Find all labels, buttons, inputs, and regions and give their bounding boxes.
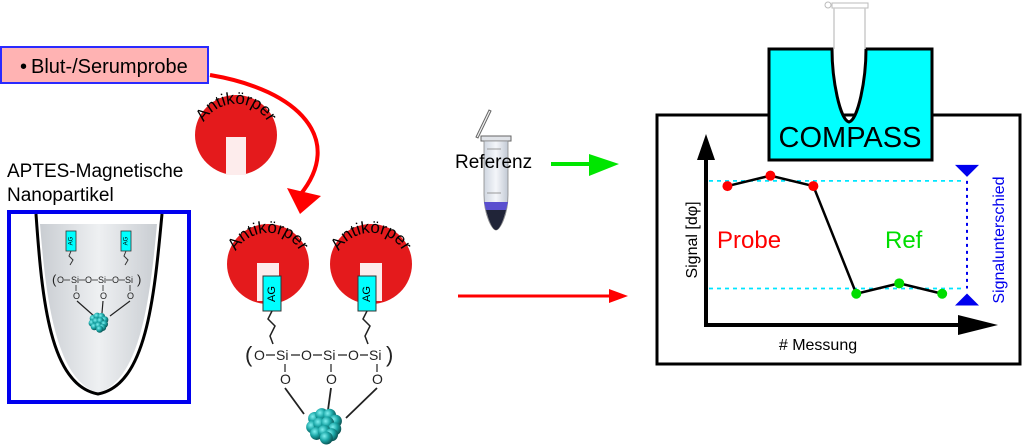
nanoparticle-panel: AG AG ( O Si O Si O Si ) O O O <box>7 210 191 404</box>
silane-chain-large: ( O Si O Si O Si ) O O O <box>245 342 393 387</box>
reference-label: Referenz <box>455 152 532 173</box>
antigen-label-1: AG <box>266 286 278 302</box>
svg-text:O: O <box>301 347 312 363</box>
magnetic-cluster-small <box>88 312 109 333</box>
signal-plot: Signal [dφ] # Messung Probe Ref Signalun… <box>684 134 1008 354</box>
sample-box: • Blut-/Serumprobe <box>0 46 209 84</box>
svg-text:(: ( <box>52 272 57 287</box>
y-axis-arrowhead <box>697 134 715 160</box>
sample-label: Blut-/Serumprobe <box>31 56 188 78</box>
ref-label: Ref <box>885 227 923 254</box>
sample-bullet: • <box>20 56 27 78</box>
signal-line <box>727 174 943 296</box>
antigen-label-2: AG <box>361 286 373 302</box>
difference-arrow-top <box>955 164 979 177</box>
curved-arrow-head <box>287 188 321 214</box>
svg-text:Si: Si <box>323 347 335 363</box>
svg-text:Si: Si <box>276 347 288 363</box>
y-axis-label: Signal [dφ] <box>684 201 701 278</box>
particle-bead <box>319 431 333 445</box>
antigen-label-small-1: AG <box>69 236 75 245</box>
svg-text:O: O <box>73 291 80 301</box>
magnetic-cluster-large <box>306 408 342 445</box>
nanoparticle-title-line2: Nanopartikel <box>7 185 114 206</box>
data-point-ref <box>937 288 948 299</box>
tube-outline <box>34 213 164 396</box>
svg-text:O: O <box>372 371 383 387</box>
svg-text:): ) <box>386 342 393 367</box>
svg-text:O: O <box>348 347 359 363</box>
x-axis-arrowhead <box>958 315 998 335</box>
data-point-probe <box>765 170 776 181</box>
svg-text:O: O <box>326 371 337 387</box>
svg-text:): ) <box>137 272 141 287</box>
svg-text:Si: Si <box>98 275 106 285</box>
reference-arrow-head <box>589 154 619 176</box>
data-point-ref <box>894 278 905 289</box>
antigen-label-small-2: AG <box>124 236 130 245</box>
svg-text:O: O <box>57 275 64 285</box>
compass-device: COMPASS <box>767 1 934 162</box>
svg-text:O: O <box>254 347 265 363</box>
data-point-probe <box>808 181 819 192</box>
svg-text:O: O <box>112 275 119 285</box>
svg-text:O: O <box>127 291 134 301</box>
antibody-bound-2: Antikörper <box>327 218 416 304</box>
x-axis-label: # Messung <box>779 337 857 354</box>
probe-label: Probe <box>717 227 781 254</box>
compass-label: COMPASS <box>779 122 922 154</box>
data-point-probe <box>722 181 733 192</box>
svg-text:Si: Si <box>369 347 381 363</box>
svg-text:(: ( <box>245 342 253 367</box>
nanoparticle-title-line1: APTES-Magnetische <box>7 161 183 182</box>
svg-text:Si: Si <box>125 275 133 285</box>
svg-text:O: O <box>85 275 92 285</box>
difference-label: Signalunterschied <box>991 176 1008 303</box>
antibody-free: Antikörper <box>192 89 281 175</box>
tube-interior <box>40 224 157 393</box>
reference-vial <box>475 109 512 231</box>
svg-text:O: O <box>280 371 291 387</box>
silane-chain-small: ( O Si O Si O Si ) O O O <box>52 272 141 301</box>
difference-arrow-bottom <box>955 293 979 306</box>
curved-flow-arrow <box>209 73 320 197</box>
svg-text:Si: Si <box>71 275 79 285</box>
data-point-ref <box>851 288 862 299</box>
svg-text:O: O <box>100 291 107 301</box>
particle-bead <box>96 325 104 333</box>
